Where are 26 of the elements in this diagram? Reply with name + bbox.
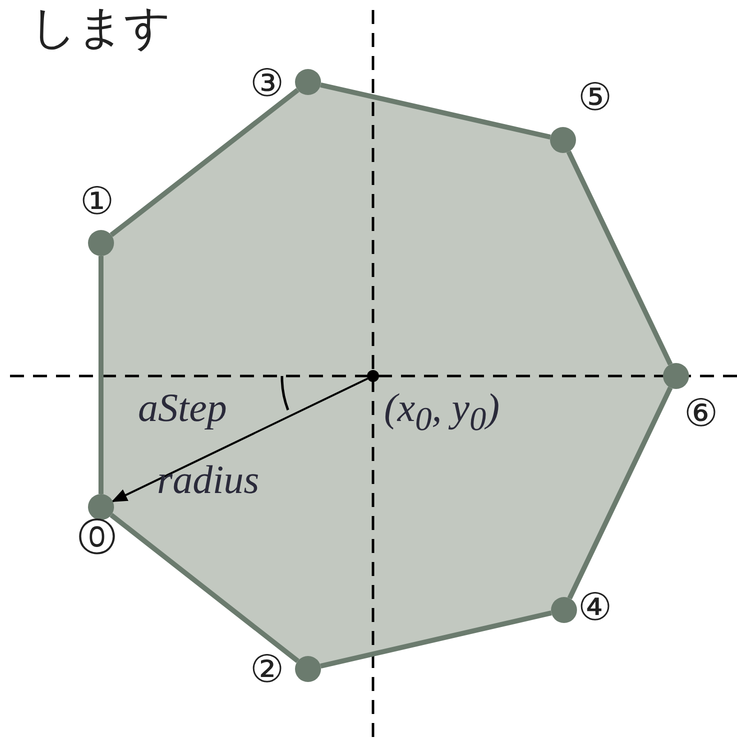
vertex-number: ⑤ [578, 78, 612, 116]
vertex-dot [88, 230, 114, 256]
vertex-number: ① [80, 182, 114, 220]
polygon-side [567, 386, 673, 600]
coordinate-label: (x$_{0}$, y$_{0}$) [384, 388, 500, 436]
polygon-side [566, 150, 673, 366]
arrow [111, 378, 368, 502]
vertex-dot [550, 127, 576, 153]
vertex-number: ④ [578, 588, 612, 626]
edge-label: radius [157, 460, 260, 500]
polygon-side [110, 513, 300, 663]
polygon-side [320, 610, 552, 669]
polygon-side [98, 256, 104, 494]
polygon-side [320, 82, 551, 140]
vertex-number: ② [250, 650, 284, 688]
vertex-dot [551, 597, 577, 623]
vertex-dot [663, 363, 689, 389]
vertex-dot [88, 494, 114, 520]
polygon-side [110, 88, 300, 237]
angle-label: aStep [138, 388, 227, 428]
heading-text: します [30, 4, 171, 50]
vertex-dot [295, 656, 321, 682]
vertex-dot [295, 69, 321, 95]
vertex-number: ⓪ [78, 518, 116, 556]
vertex-number: ⑥ [684, 394, 718, 432]
vertex-number: ③ [250, 64, 284, 102]
